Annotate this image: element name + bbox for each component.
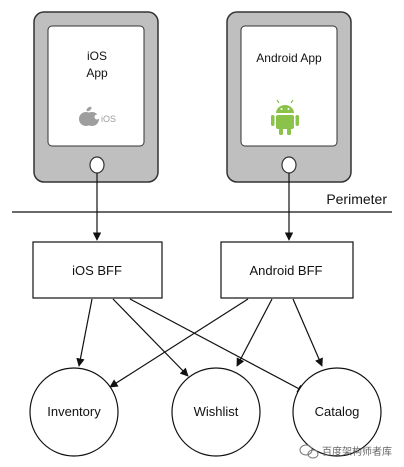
ios-bff-box: iOS BFF — [32, 241, 163, 299]
android-bff-to-catalog-arrow — [292, 298, 323, 367]
ios-app-label-line2: App — [86, 66, 108, 80]
ios-badge-text: iOS — [101, 114, 116, 124]
ios-device: iOS App iOS — [33, 11, 159, 183]
android-bff-label: Android BFF — [250, 263, 323, 278]
apple-logo-icon — [79, 106, 100, 126]
ios-bff-to-wishlist-arrow — [112, 298, 189, 377]
android-bff-to-wishlist-arrow — [236, 298, 273, 367]
android-bff-to-inventory-arrow — [109, 298, 249, 388]
wechat-logo-icon — [299, 444, 319, 459]
android-device: Android App — [226, 11, 352, 183]
watermark-text: 百度架构师者库 — [322, 445, 392, 458]
ios-app-label-line1: iOS — [87, 49, 107, 63]
inventory-label: Inventory — [47, 404, 101, 419]
catalog-service: Catalog — [292, 367, 382, 457]
android-bff-box: Android BFF — [220, 241, 354, 299]
wishlist-label: Wishlist — [194, 404, 239, 419]
ios-bff-label: iOS BFF — [72, 263, 122, 278]
ios-bff-to-catalog-arrow — [129, 298, 306, 393]
catalog-label: Catalog — [315, 404, 360, 419]
android-robot-icon — [271, 99, 299, 135]
inventory-service: Inventory — [29, 367, 119, 457]
bff-service-arrows — [76, 298, 323, 393]
watermark: 百度架构师者库 — [299, 444, 392, 459]
wishlist-service: Wishlist — [171, 367, 261, 457]
perimeter-label: Perimeter — [326, 191, 387, 207]
android-app-label: Android App — [256, 51, 322, 65]
ios-bff-to-inventory-arrow — [76, 298, 93, 367]
